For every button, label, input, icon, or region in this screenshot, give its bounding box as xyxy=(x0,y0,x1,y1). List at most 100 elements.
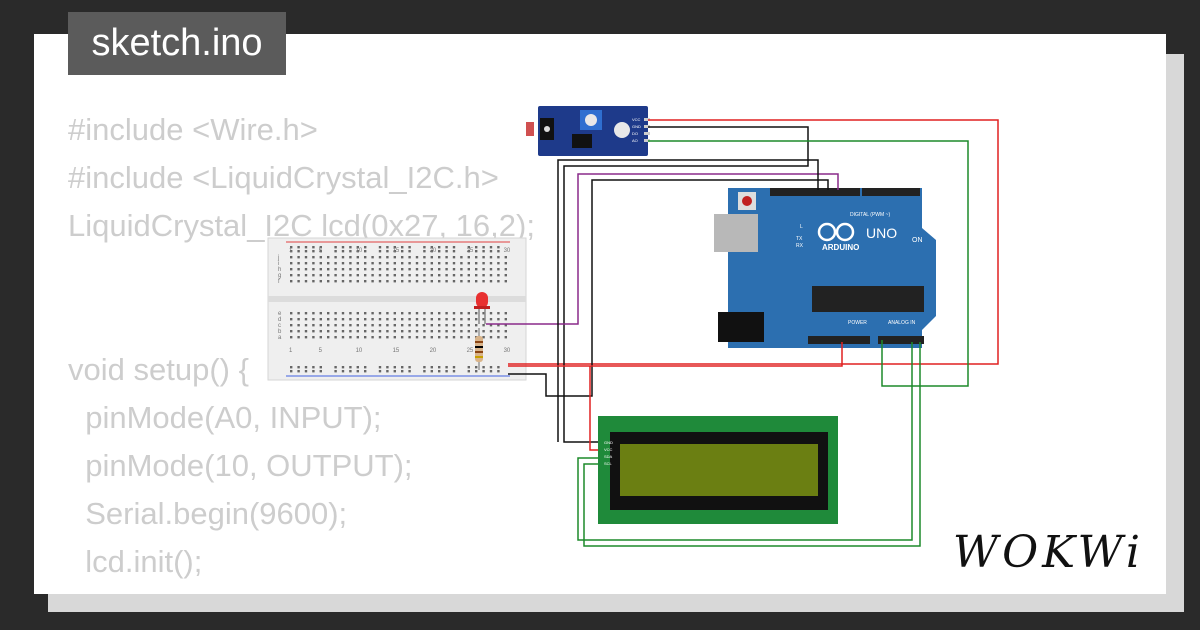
breadboard-rail-hole xyxy=(452,250,456,253)
breadboard-hole xyxy=(408,330,411,333)
breadboard-column-number: 10 xyxy=(356,348,363,354)
breadboard-hole xyxy=(482,262,485,265)
breadboard-rail-hole xyxy=(297,246,300,249)
breadboard-hole xyxy=(378,262,382,265)
breadboard-hole xyxy=(290,274,293,277)
breadboard-hole xyxy=(423,268,426,271)
breadboard-hole xyxy=(401,324,404,327)
breadboard-rail-hole xyxy=(341,370,345,373)
breadboard-hole xyxy=(312,318,315,321)
breadboard-hole xyxy=(408,274,411,277)
wire-led-d10 xyxy=(486,173,839,325)
breadboard-hole xyxy=(393,318,396,321)
breadboard-rail-hole xyxy=(489,370,493,373)
breadboard-hole xyxy=(423,336,426,339)
breadboard-hole xyxy=(364,280,367,283)
breadboard-hole xyxy=(415,336,419,339)
breadboard-hole xyxy=(467,324,470,327)
breadboard-hole xyxy=(408,256,411,259)
breadboard-rail-hole xyxy=(312,370,315,373)
breadboard-rail-hole xyxy=(393,250,396,253)
breadboard-rail-hole xyxy=(290,250,293,253)
breadboard-hole xyxy=(386,256,389,259)
code-line: pinMode(10, OUTPUT); xyxy=(68,448,413,483)
breadboard-column-number: 15 xyxy=(393,248,400,254)
breadboard-hole xyxy=(504,268,507,271)
code-preview: #include <Wire.h>#include <LiquidCrystal… xyxy=(68,106,535,594)
breadboard-rail-hole xyxy=(482,250,485,253)
sensor-pin[interactable] xyxy=(644,132,650,135)
breadboard-hole xyxy=(297,312,300,315)
breadboard-hole xyxy=(349,324,352,327)
wire-sensor-ao xyxy=(648,140,969,387)
breadboard-hole xyxy=(452,312,456,315)
sensor-pin[interactable] xyxy=(644,125,650,128)
breadboard-rail-hole xyxy=(430,366,433,369)
breadboard-hole xyxy=(371,312,374,315)
sensor-pin[interactable] xyxy=(644,139,650,142)
breadboard-rail-hole xyxy=(334,366,337,369)
breadboard-rail-hole xyxy=(438,370,441,373)
breadboard-hole xyxy=(467,274,470,277)
breadboard-hole xyxy=(393,280,396,283)
breadboard-hole xyxy=(349,330,352,333)
breadboard-rail-hole xyxy=(445,246,448,249)
breadboard-rail-hole xyxy=(430,246,433,249)
breadboard-rail-hole xyxy=(408,370,411,373)
resistor[interactable] xyxy=(475,328,483,370)
breadboard-hole xyxy=(460,324,463,327)
breadboard-hole xyxy=(297,256,300,259)
breadboard-hole xyxy=(378,318,382,321)
breadboard-rail-hole xyxy=(304,370,308,373)
red-led[interactable] xyxy=(474,292,490,324)
rx-label: RX xyxy=(796,243,804,249)
breadboard-hole xyxy=(489,336,493,339)
breadboard-rail-hole xyxy=(297,366,300,369)
breadboard-rail-hole xyxy=(445,366,448,369)
breadboard-hole xyxy=(304,318,308,321)
breadboard-rail-hole xyxy=(401,250,404,253)
breadboard-hole xyxy=(408,312,411,315)
breadboard-hole xyxy=(290,262,293,265)
sensor-pin[interactable] xyxy=(644,118,650,121)
breadboard-hole xyxy=(356,262,359,265)
breadboard-rail-hole xyxy=(452,366,456,369)
breadboard-hole xyxy=(408,336,411,339)
breadboard-row-label: j xyxy=(277,255,279,261)
breadboard-hole xyxy=(460,312,463,315)
breadboard-hole xyxy=(489,324,493,327)
breadboard-rail-hole xyxy=(489,366,493,369)
breadboard-hole xyxy=(312,336,315,339)
arduino-uno[interactable]: UNO ARDUINO ON DIGITAL (PWM ~) ANALOG IN… xyxy=(714,188,936,348)
breadboard-hole xyxy=(334,312,337,315)
breadboard-rail-hole xyxy=(378,366,382,369)
breadboard-hole xyxy=(445,262,448,265)
breadboard-column-number: 10 xyxy=(356,248,363,254)
breadboard-hole xyxy=(415,280,419,283)
breadboard-rail-hole xyxy=(341,246,345,249)
breadboard-hole xyxy=(356,312,359,315)
breadboard-hole xyxy=(452,268,456,271)
breadboard-hole xyxy=(304,312,308,315)
breadboard-hole xyxy=(378,268,382,271)
breadboard-hole xyxy=(341,324,345,327)
breadboard-hole xyxy=(497,280,500,283)
wire-lcd-gnd xyxy=(557,159,819,442)
sensor-pin-label: AO xyxy=(632,138,638,143)
breadboard-hole xyxy=(430,256,433,259)
breadboard-rail-hole xyxy=(393,366,396,369)
breadboard-hole xyxy=(504,256,507,259)
breadboard-hole xyxy=(334,318,337,321)
breadboard-hole xyxy=(415,318,419,321)
breadboard-column-number: 20 xyxy=(430,248,437,254)
breadboard-hole xyxy=(334,256,337,259)
breadboard-hole xyxy=(386,280,389,283)
board-model: UNO xyxy=(866,225,897,241)
breadboard-hole xyxy=(489,274,493,277)
breadboard-hole xyxy=(497,268,500,271)
breadboard-rail-hole xyxy=(319,370,322,373)
breadboard-hole xyxy=(504,262,507,265)
